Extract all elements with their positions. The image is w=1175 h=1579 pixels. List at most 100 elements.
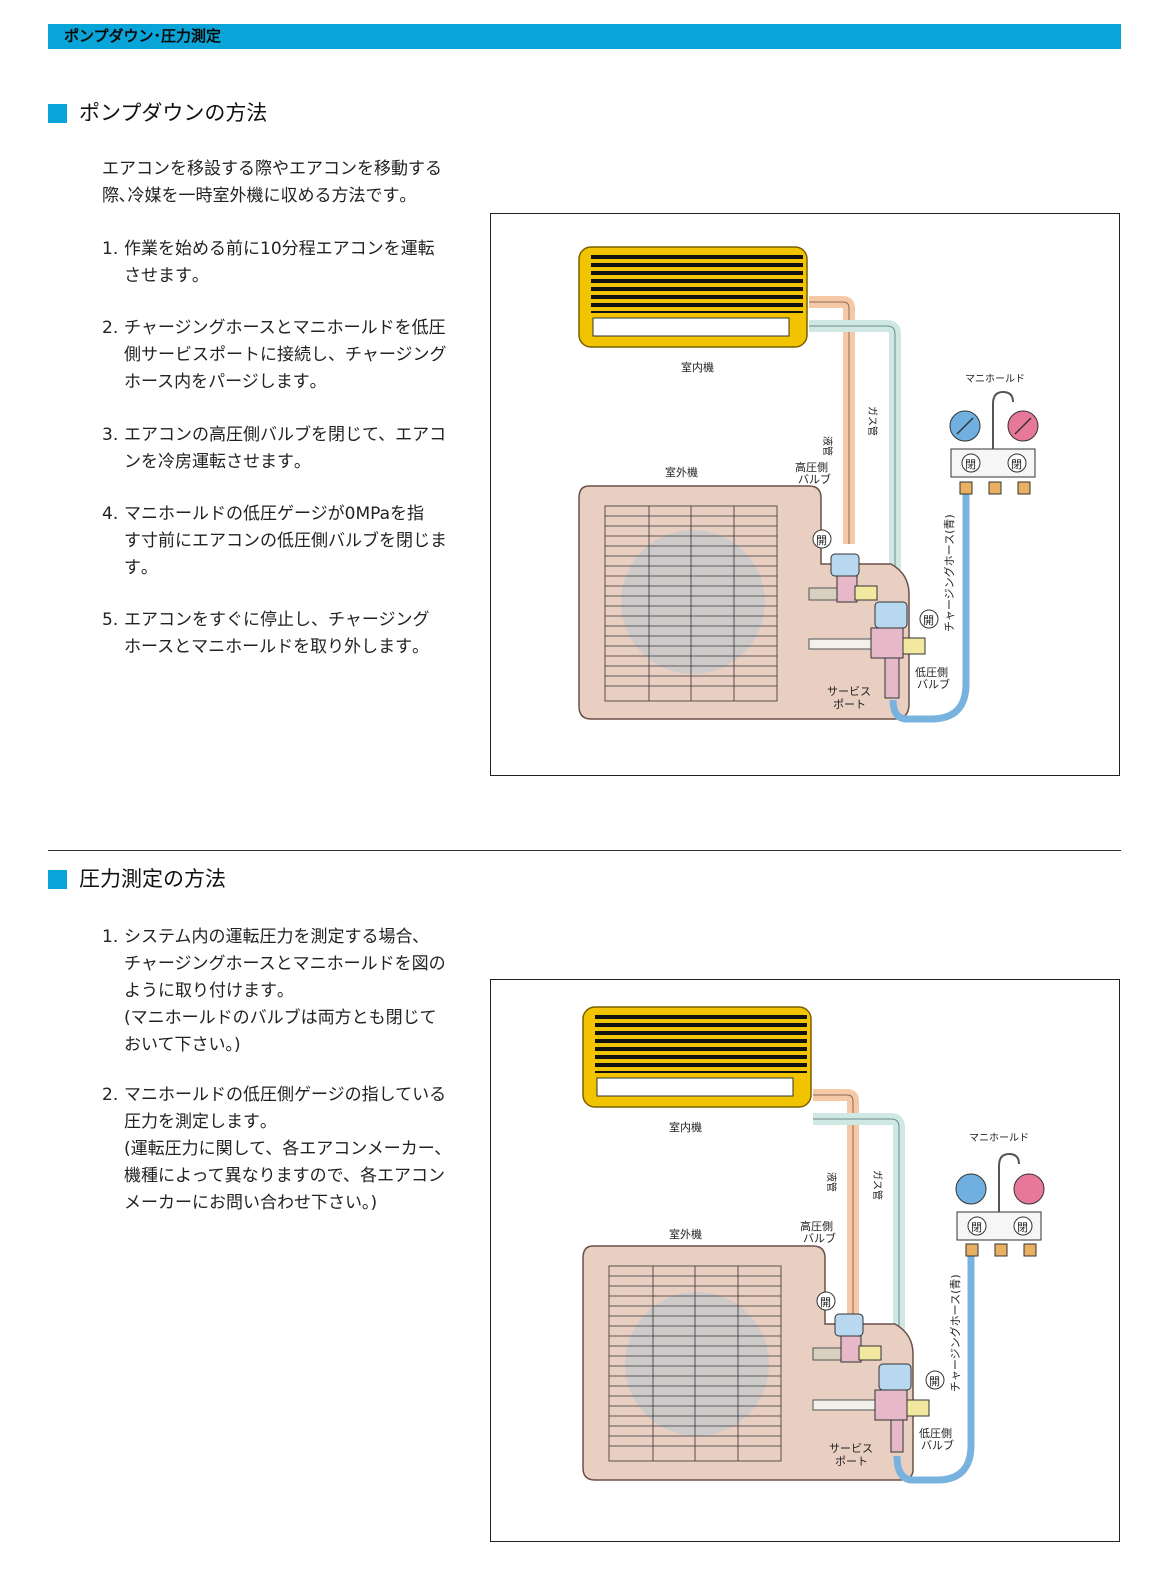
outdoor-fan: [621, 530, 765, 674]
low-valve-open-label: 開: [923, 614, 934, 627]
indoor-unit-vents: [595, 1015, 807, 1073]
charging-hose-label: チャージングホース(青): [942, 514, 956, 632]
manifold-label: マニホールド: [969, 1132, 1029, 1144]
manifold-valve-low-label: 閉: [965, 458, 976, 471]
step-line: ように取り付けます｡: [124, 981, 286, 1001]
step-number: 1.: [102, 239, 119, 259]
charging-hose-label: チャージングホース(青): [948, 1274, 962, 1392]
step-line: 作業を始める前に10分程エアコンを運転: [124, 239, 435, 259]
page-header: ポンプダウン･圧力測定: [48, 24, 1121, 49]
step-number: 1.: [102, 927, 119, 947]
low-valve-label: バルブ: [917, 677, 950, 691]
step-line: エアコンをすぐに停止し、チャージング: [124, 610, 430, 630]
step-text: 作業を始める前に10分程エアコンを運転 させます｡: [124, 236, 474, 290]
indoor-unit-panel: [592, 317, 790, 337]
step-line: マニホールドの低圧ゲージが0MPaを指: [124, 504, 425, 524]
step-line: (運転圧力に関して、各エアコンメーカー､: [124, 1139, 444, 1159]
low-valve-label: バルブ: [921, 1438, 954, 1452]
high-valve-open-label: 開: [816, 534, 827, 547]
outdoor-fan: [625, 1292, 769, 1436]
step-line: チャージングホースとマニホールドを図の: [124, 954, 446, 974]
low-valve-open-badge: [925, 1370, 945, 1390]
high-valve-nut: [834, 1313, 864, 1337]
high-valve-open-label: 開: [820, 1296, 831, 1309]
section-title-pressure: 圧力測定の方法: [48, 865, 226, 893]
step-item: 5. エアコンをすぐに停止し、チャージング ホースとマニホールドを取り外します｡: [102, 607, 474, 661]
outdoor-unit-label: 室外機: [669, 1227, 702, 1241]
manifold-valve-high-label: 閉: [1017, 1221, 1028, 1234]
manifold-hook: [998, 1152, 1020, 1212]
indoor-unit-vents: [591, 255, 803, 313]
pumpdown-intro: エアコンを移設する際やエアコンを移動する 際､冷媒を一時室外機に収める方法です｡: [102, 156, 474, 210]
gas-stub: [808, 638, 872, 650]
manifold-valve-high-label: 閉: [1011, 458, 1022, 471]
step-line: システム内の運転圧力を測定する場合､: [124, 927, 421, 947]
low-valve-body: [874, 1389, 908, 1421]
low-valve-nut: [874, 601, 908, 629]
section-square-icon: [48, 103, 67, 123]
step-line: マニホールドの低圧側ゲージの指している: [124, 1085, 447, 1105]
step-text: システム内の運転圧力を測定する場合､ チャージングホースとマニホールドを図の よ…: [124, 924, 474, 1059]
high-valve-label: 高圧側: [800, 1219, 833, 1233]
section-square-icon: [48, 869, 67, 889]
high-valve-body: [840, 1335, 862, 1363]
gas-stub: [812, 1399, 876, 1411]
step-line: メーカーにお問い合わせ下さい｡): [124, 1193, 378, 1213]
pumpdown-diagram-svg: 室内機 室外機: [578, 246, 1039, 723]
manifold-port: [1017, 481, 1031, 495]
indoor-unit-label: 室内機: [681, 360, 714, 374]
manifold-port: [1023, 1243, 1037, 1257]
gas-pipe-label: ガス管: [866, 406, 879, 436]
step-text: エアコンの高圧側バルブを閉じて、エアコ ンを冷房運転させます｡: [124, 422, 474, 476]
step-text: チャージングホースとマニホールドを低圧 側サービスポートに接続し、チャージング …: [124, 315, 474, 396]
service-port-label: サービス: [829, 1442, 873, 1455]
outdoor-unit-label: 室外機: [665, 465, 698, 479]
step-line: チャージングホースとマニホールドを低圧: [124, 318, 446, 338]
outdoor-grille: [604, 505, 778, 702]
liquid-pipe-label: 液管: [821, 436, 834, 456]
high-valve-nut: [830, 553, 860, 577]
step-line: 機種によって異なりますので、各エアコン: [124, 1166, 445, 1186]
high-valve-label: バルブ: [798, 472, 831, 486]
liquid-pipe-outline: [809, 301, 850, 544]
low-pressure-gauge: [955, 1173, 987, 1205]
liquid-pipe-outline: [813, 1094, 854, 1337]
low-valve-body: [870, 627, 904, 659]
intro-line: 際､冷媒を一時室外機に収める方法です｡: [102, 186, 408, 206]
gauge-needle: [956, 417, 974, 435]
step-line: おいて下さい｡): [124, 1035, 241, 1055]
section-divider: [48, 850, 1121, 851]
low-valve-nut: [878, 1363, 912, 1391]
service-port: [890, 1419, 904, 1453]
low-valve-cap: [902, 637, 926, 655]
step-line: す寸前にエアコンの低圧側バルブを閉じま: [124, 531, 447, 551]
low-valve-open-badge: [919, 609, 939, 629]
section-title-pumpdown: ポンプダウンの方法: [48, 99, 267, 127]
intro-line: エアコンを移設する際やエアコンを移動する: [102, 159, 442, 179]
service-port-label: サービス: [827, 685, 871, 698]
high-valve-open-badge: [816, 1291, 836, 1311]
manifold-port: [965, 1243, 979, 1257]
step-line: ンを冷房運転させます｡: [124, 452, 303, 472]
step-item: 2. マニホールドの低圧側ゲージの指している 圧力を測定します｡ (運転圧力に関…: [102, 1082, 474, 1217]
low-valve-open-label: 開: [929, 1375, 940, 1388]
gauge-needle: [1014, 417, 1032, 435]
manifold-valve-high: [1007, 453, 1027, 473]
manifold-label: マニホールド: [965, 373, 1025, 385]
manifold-port: [959, 481, 973, 495]
high-valve-label: バルブ: [803, 1231, 836, 1245]
step-item: 3. エアコンの高圧側バルブを閉じて、エアコ ンを冷房運転させます｡: [102, 422, 474, 476]
high-valve-label: 高圧側: [795, 460, 828, 474]
step-text: マニホールドの低圧ゲージが0MPaを指 す寸前にエアコンの低圧側バルブを閉じま …: [124, 501, 474, 582]
high-valve-cap: [854, 585, 878, 601]
high-valve-cap: [858, 1345, 882, 1361]
charging-hose: [893, 1250, 975, 1484]
high-valve-body: [836, 575, 858, 603]
step-number: 2.: [102, 318, 119, 338]
liquid-pipe-label: 液管: [825, 1172, 838, 1192]
manifold-port: [994, 1243, 1008, 1257]
step-line: (マニホールドのバルブは両方とも閉じて: [124, 1008, 437, 1028]
high-valve-open-badge: [812, 529, 832, 549]
manifold-hook: [992, 390, 1014, 449]
step-number: 5.: [102, 610, 119, 630]
